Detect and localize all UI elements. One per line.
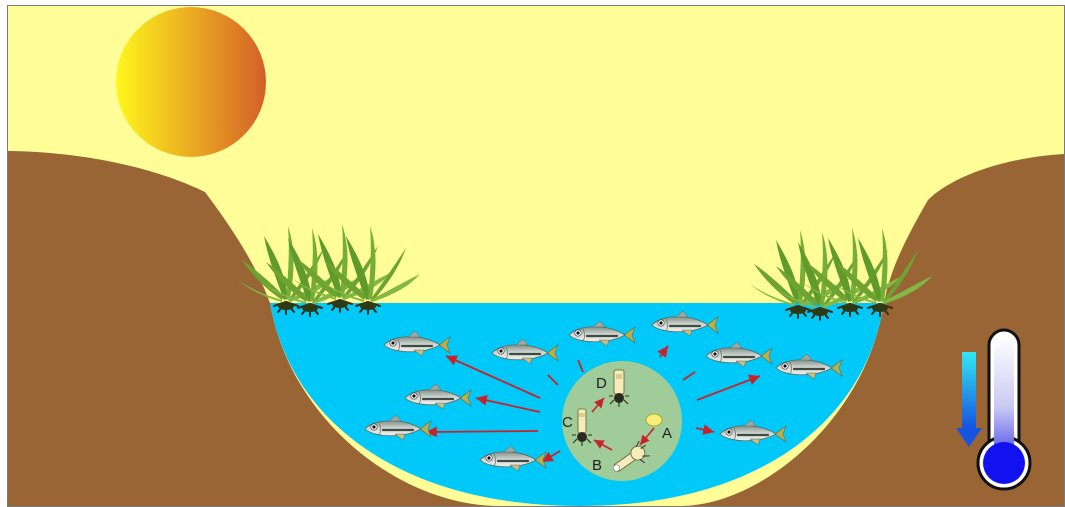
stage-label-d: D	[596, 375, 607, 392]
stage-label-a: A	[662, 425, 672, 442]
arrow-to-fish-3	[426, 431, 538, 432]
stage-label-c: C	[562, 414, 573, 431]
sun-icon	[116, 7, 266, 157]
stage-label-b: B	[592, 457, 602, 474]
egg-icon	[646, 414, 662, 426]
